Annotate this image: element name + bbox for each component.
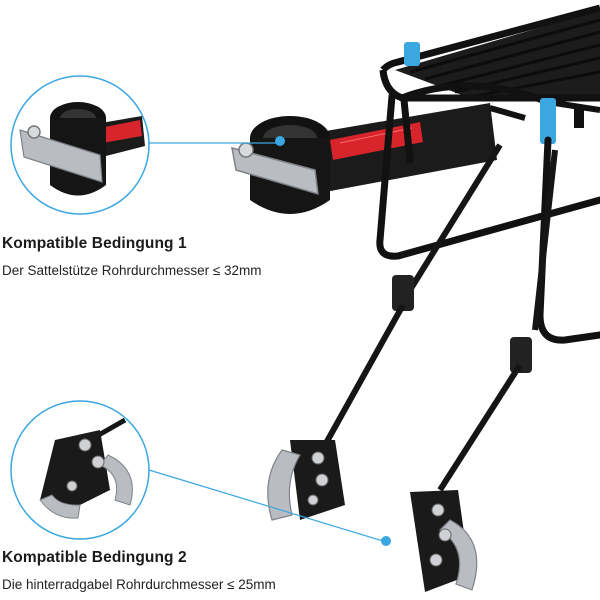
condition-1-title: Kompatible Bedingung 1 [2, 235, 187, 252]
condition-1-spec: Der Sattelstütze Rohrdurchmesser ≤ 32mm [2, 263, 262, 278]
zoom-bubble-seatpost [10, 75, 150, 215]
red-reflector [330, 122, 423, 160]
strut-left [322, 143, 503, 447]
seatpost-mount [231, 103, 526, 214]
dropout-clamp-lower [381, 490, 478, 592]
dropout-clamp-middle [267, 440, 345, 521]
condition-2-spec: Die hinterradgabel Rohrdurchmesser ≤ 25m… [2, 577, 276, 592]
condition-2-title: Kompatible Bedingung 2 [2, 549, 187, 566]
support-frame [376, 92, 600, 344]
blue-connectors [404, 42, 556, 144]
strut-right [437, 149, 558, 492]
condition-1: Kompatible Bedingung 1 Der Sattelstütze … [2, 235, 262, 278]
condition-2: Kompatible Bedingung 2 Die hinterradgabe… [2, 549, 276, 592]
pointer-dot [275, 136, 285, 146]
pointer-dot [381, 536, 391, 546]
rack-platform [379, 4, 600, 128]
zoom-bubble-fork [10, 400, 150, 540]
leader-line-2 [148, 469, 384, 542]
